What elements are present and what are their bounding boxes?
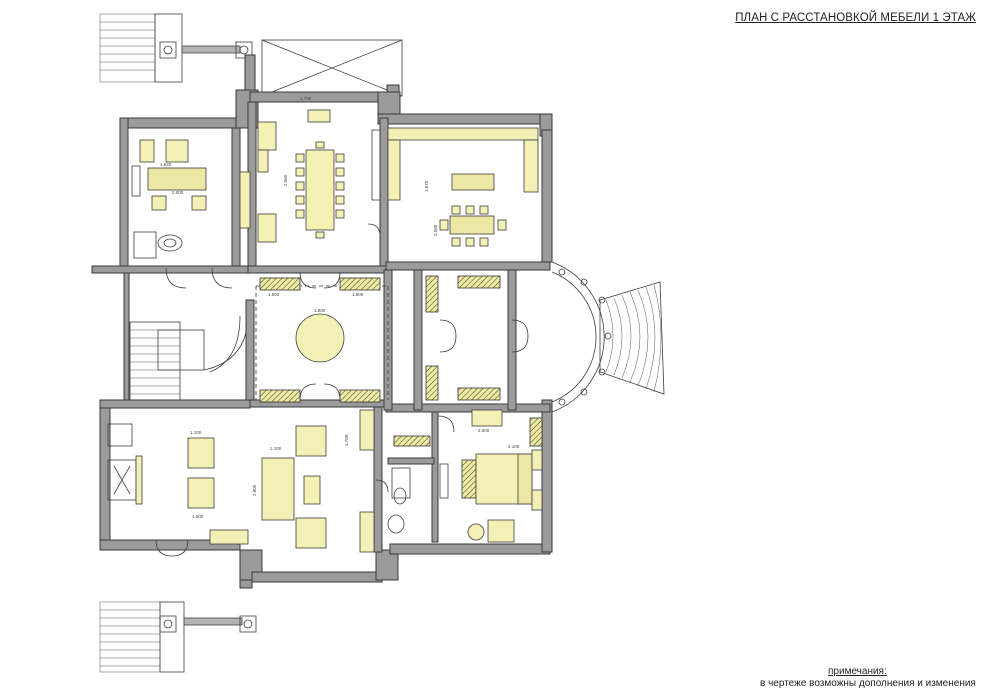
svg-text:1.620: 1.620 [160, 162, 172, 167]
bottom-left-entrance-stairs [99, 559, 257, 673]
svg-text:2.100: 2.100 [508, 444, 520, 449]
svg-text:1.870: 1.870 [424, 180, 429, 192]
bedroom: 2.100 2.000 [437, 409, 543, 543]
dining-hall: 2.060 1.700 [257, 96, 381, 243]
notes-heading: примечания: [828, 666, 887, 677]
svg-text:1.500: 1.500 [268, 292, 280, 297]
side-corridor [425, 275, 529, 401]
svg-text:1.800: 1.800 [314, 308, 326, 313]
svg-text:1.100: 1.100 [270, 446, 282, 451]
svg-text:1.100: 1.100 [190, 430, 202, 435]
office-room: 1.620 2.000 [131, 139, 251, 259]
interior-walls [91, 101, 551, 553]
svg-text:1.700: 1.700 [344, 434, 349, 446]
door-swings [165, 223, 389, 493]
svg-text:2.000: 2.000 [172, 190, 184, 195]
notes-text: в чертеже возможны дополнения и изменени… [760, 678, 976, 689]
central-hall: 1.800 1.500 1.500 [259, 271, 381, 403]
top-left-entrance-stairs [99, 13, 253, 83]
svg-text:2.060: 2.060 [283, 174, 288, 186]
living-room: 1.100 1.100 2.800 1.700 1.500 [107, 409, 375, 557]
main-staircase [129, 299, 255, 401]
exterior-walls [99, 89, 553, 583]
round-terrace [551, 261, 665, 413]
svg-text:1.500: 1.500 [192, 514, 204, 519]
svg-text:1.500: 1.500 [352, 292, 364, 297]
kitchen: 1.870 2.560 [387, 127, 539, 247]
svg-text:2.800: 2.800 [252, 484, 257, 496]
bathroom [387, 435, 449, 534]
plan-title: ПЛАН С РАССТАНОВКОЙ МЕБЕЛИ 1 ЭТАЖ [735, 12, 976, 24]
svg-text:2.560: 2.560 [433, 224, 438, 236]
svg-text:2.000: 2.000 [478, 428, 490, 433]
svg-text:1.700: 1.700 [300, 96, 312, 101]
